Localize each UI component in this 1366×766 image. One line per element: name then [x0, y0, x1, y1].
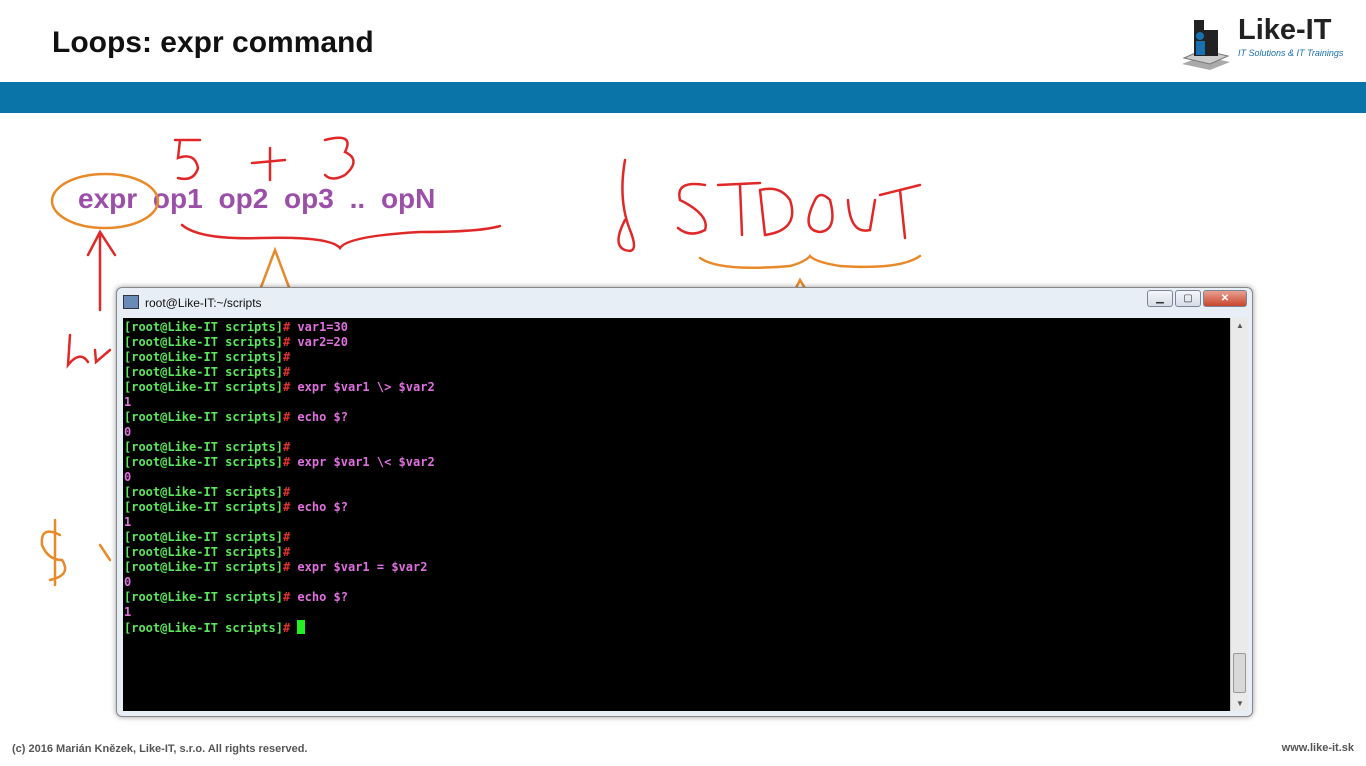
stdout-text — [676, 182, 707, 235]
slide-title: Loops: expr command — [52, 26, 374, 59]
command-text: var2=20 — [290, 335, 348, 349]
shell-prompt: [root@Like-IT scripts] — [124, 440, 283, 454]
close-button[interactable]: ✕ — [1203, 290, 1247, 307]
minimize-button[interactable]: ▁ — [1147, 290, 1173, 307]
copyright: (c) 2016 Marián Knězek, Like-IT, s.r.o. … — [12, 743, 308, 755]
terminal-line: 1 — [124, 515, 1229, 530]
circle-annotation — [50, 172, 160, 230]
shell-prompt: [root@Like-IT scripts] — [124, 545, 283, 559]
command-output: 1 — [124, 515, 132, 529]
scrollbar-thumb[interactable] — [1233, 653, 1246, 693]
shell-prompt: [root@Like-IT scripts] — [124, 410, 283, 424]
command-text: echo $? — [290, 590, 348, 604]
terminal-line: [root@Like-IT scripts]# expr $var1 = $va… — [124, 560, 1229, 575]
terminal-line: [root@Like-IT scripts]# expr $var1 \< $v… — [124, 455, 1229, 470]
terminal-line: [root@Like-IT scripts]# — [124, 545, 1229, 560]
prompt-hash: # — [282, 621, 291, 635]
brace-stdout — [617, 158, 636, 253]
prompt-hash: # — [282, 380, 291, 394]
terminal-line: [root@Like-IT scripts]# echo $? — [124, 590, 1229, 605]
scroll-up-icon[interactable]: ▲ — [1236, 321, 1244, 330]
command-text: echo $? — [290, 500, 348, 514]
command-output: 0 — [124, 470, 132, 484]
shell-prompt: [root@Like-IT scripts] — [124, 590, 283, 604]
terminal-line: [root@Like-IT scripts]# — [124, 365, 1229, 380]
shell-prompt: [root@Like-IT scripts] — [124, 380, 283, 394]
website-link[interactable]: www.like-it.sk — [1281, 742, 1354, 754]
command-text: expr $var1 = $var2 — [290, 560, 428, 574]
terminal-titlebar[interactable]: root@Like-IT:~/scripts ▁ ▢ ✕ — [117, 288, 1252, 318]
terminal-title: root@Like-IT:~/scripts — [145, 296, 262, 310]
command-output: 0 — [124, 575, 132, 589]
command-output: 1 — [124, 605, 132, 619]
syntax-line: expr op1 op2 op3 .. opN — [78, 183, 436, 214]
shell-prompt: [root@Like-IT scripts] — [124, 350, 283, 364]
prompt-hash: # — [282, 455, 291, 469]
prompt-hash: # — [282, 530, 291, 544]
terminal-line: [root@Like-IT scripts]# — [124, 440, 1229, 455]
prompt-hash: # — [282, 485, 291, 499]
logo-tagline: IT Solutions & IT Trainings — [1238, 48, 1344, 58]
putty-icon — [123, 295, 139, 309]
terminal-line: 1 — [124, 605, 1229, 620]
command-text: var1=30 — [290, 320, 348, 334]
prompt-hash: # — [282, 335, 291, 349]
terminal-line: 0 — [124, 470, 1229, 485]
shell-prompt: [root@Like-IT scripts] — [124, 455, 283, 469]
shell-prompt: [root@Like-IT scripts] — [124, 365, 283, 379]
command-output: 0 — [124, 425, 132, 439]
prompt-hash: # — [282, 545, 291, 559]
shell-prompt: [root@Like-IT scripts] — [124, 335, 283, 349]
text-cursor — [297, 620, 306, 634]
prompt-hash: # — [282, 500, 291, 514]
command-text: echo $? — [290, 410, 348, 424]
prompt-hash: # — [282, 410, 291, 424]
shell-prompt: [root@Like-IT scripts] — [124, 560, 283, 574]
terminal-line: 1 — [124, 395, 1229, 410]
prompt-hash: # — [282, 440, 291, 454]
terminal-line: [root@Like-IT scripts]# expr $var1 \> $v… — [124, 380, 1229, 395]
scroll-down-icon[interactable]: ▼ — [1236, 699, 1244, 708]
terminal-line: [root@Like-IT scripts]# — [124, 485, 1229, 500]
header-band — [0, 82, 1366, 113]
shell-prompt: [root@Like-IT scripts] — [124, 320, 283, 334]
command-output: 1 — [124, 395, 132, 409]
terminal-line: 0 — [124, 425, 1229, 440]
digit-5 — [173, 138, 202, 181]
brace-annotation — [698, 254, 922, 270]
shell-prompt: [root@Like-IT scripts] — [124, 530, 283, 544]
shell-prompt: [root@Like-IT scripts] — [124, 621, 283, 635]
terminal-scrollbar[interactable]: ▲ ▼ — [1230, 318, 1248, 711]
terminal-window[interactable]: root@Like-IT:~/scripts ▁ ▢ ✕ [root@Like-… — [116, 287, 1253, 717]
terminal-line: 0 — [124, 575, 1229, 590]
command-text: expr $var1 \< $var2 — [290, 455, 435, 469]
terminal-line: [root@Like-IT scripts]# — [124, 620, 1229, 636]
prompt-hash: # — [282, 350, 291, 364]
prompt-hash: # — [282, 560, 291, 574]
shell-prompt: [root@Like-IT scripts] — [124, 485, 283, 499]
terminal-line: [root@Like-IT scripts]# — [124, 350, 1229, 365]
logo-icon — [1182, 20, 1230, 70]
shell-prompt: [root@Like-IT scripts] — [124, 500, 283, 514]
terminal-line: [root@Like-IT scripts]# var1=30 — [124, 320, 1229, 335]
command-text: expr $var1 \> $var2 — [290, 380, 435, 394]
logo-name: Like-IT — [1238, 14, 1332, 46]
terminal-screen[interactable]: [root@Like-IT scripts]# var1=30[root@Lik… — [123, 318, 1230, 711]
prompt-hash: # — [282, 590, 291, 604]
terminal-line: [root@Like-IT scripts]# — [124, 530, 1229, 545]
prompt-hash: # — [282, 365, 291, 379]
like-it-logo: Like-IT IT Solutions & IT Trainings — [1180, 14, 1360, 74]
prompt-hash: # — [282, 320, 291, 334]
terminal-line: [root@Like-IT scripts]# echo $? — [124, 410, 1229, 425]
maximize-button[interactable]: ▢ — [1175, 290, 1201, 307]
terminal-line: [root@Like-IT scripts]# echo $? — [124, 500, 1229, 515]
terminal-line: [root@Like-IT scripts]# var2=20 — [124, 335, 1229, 350]
